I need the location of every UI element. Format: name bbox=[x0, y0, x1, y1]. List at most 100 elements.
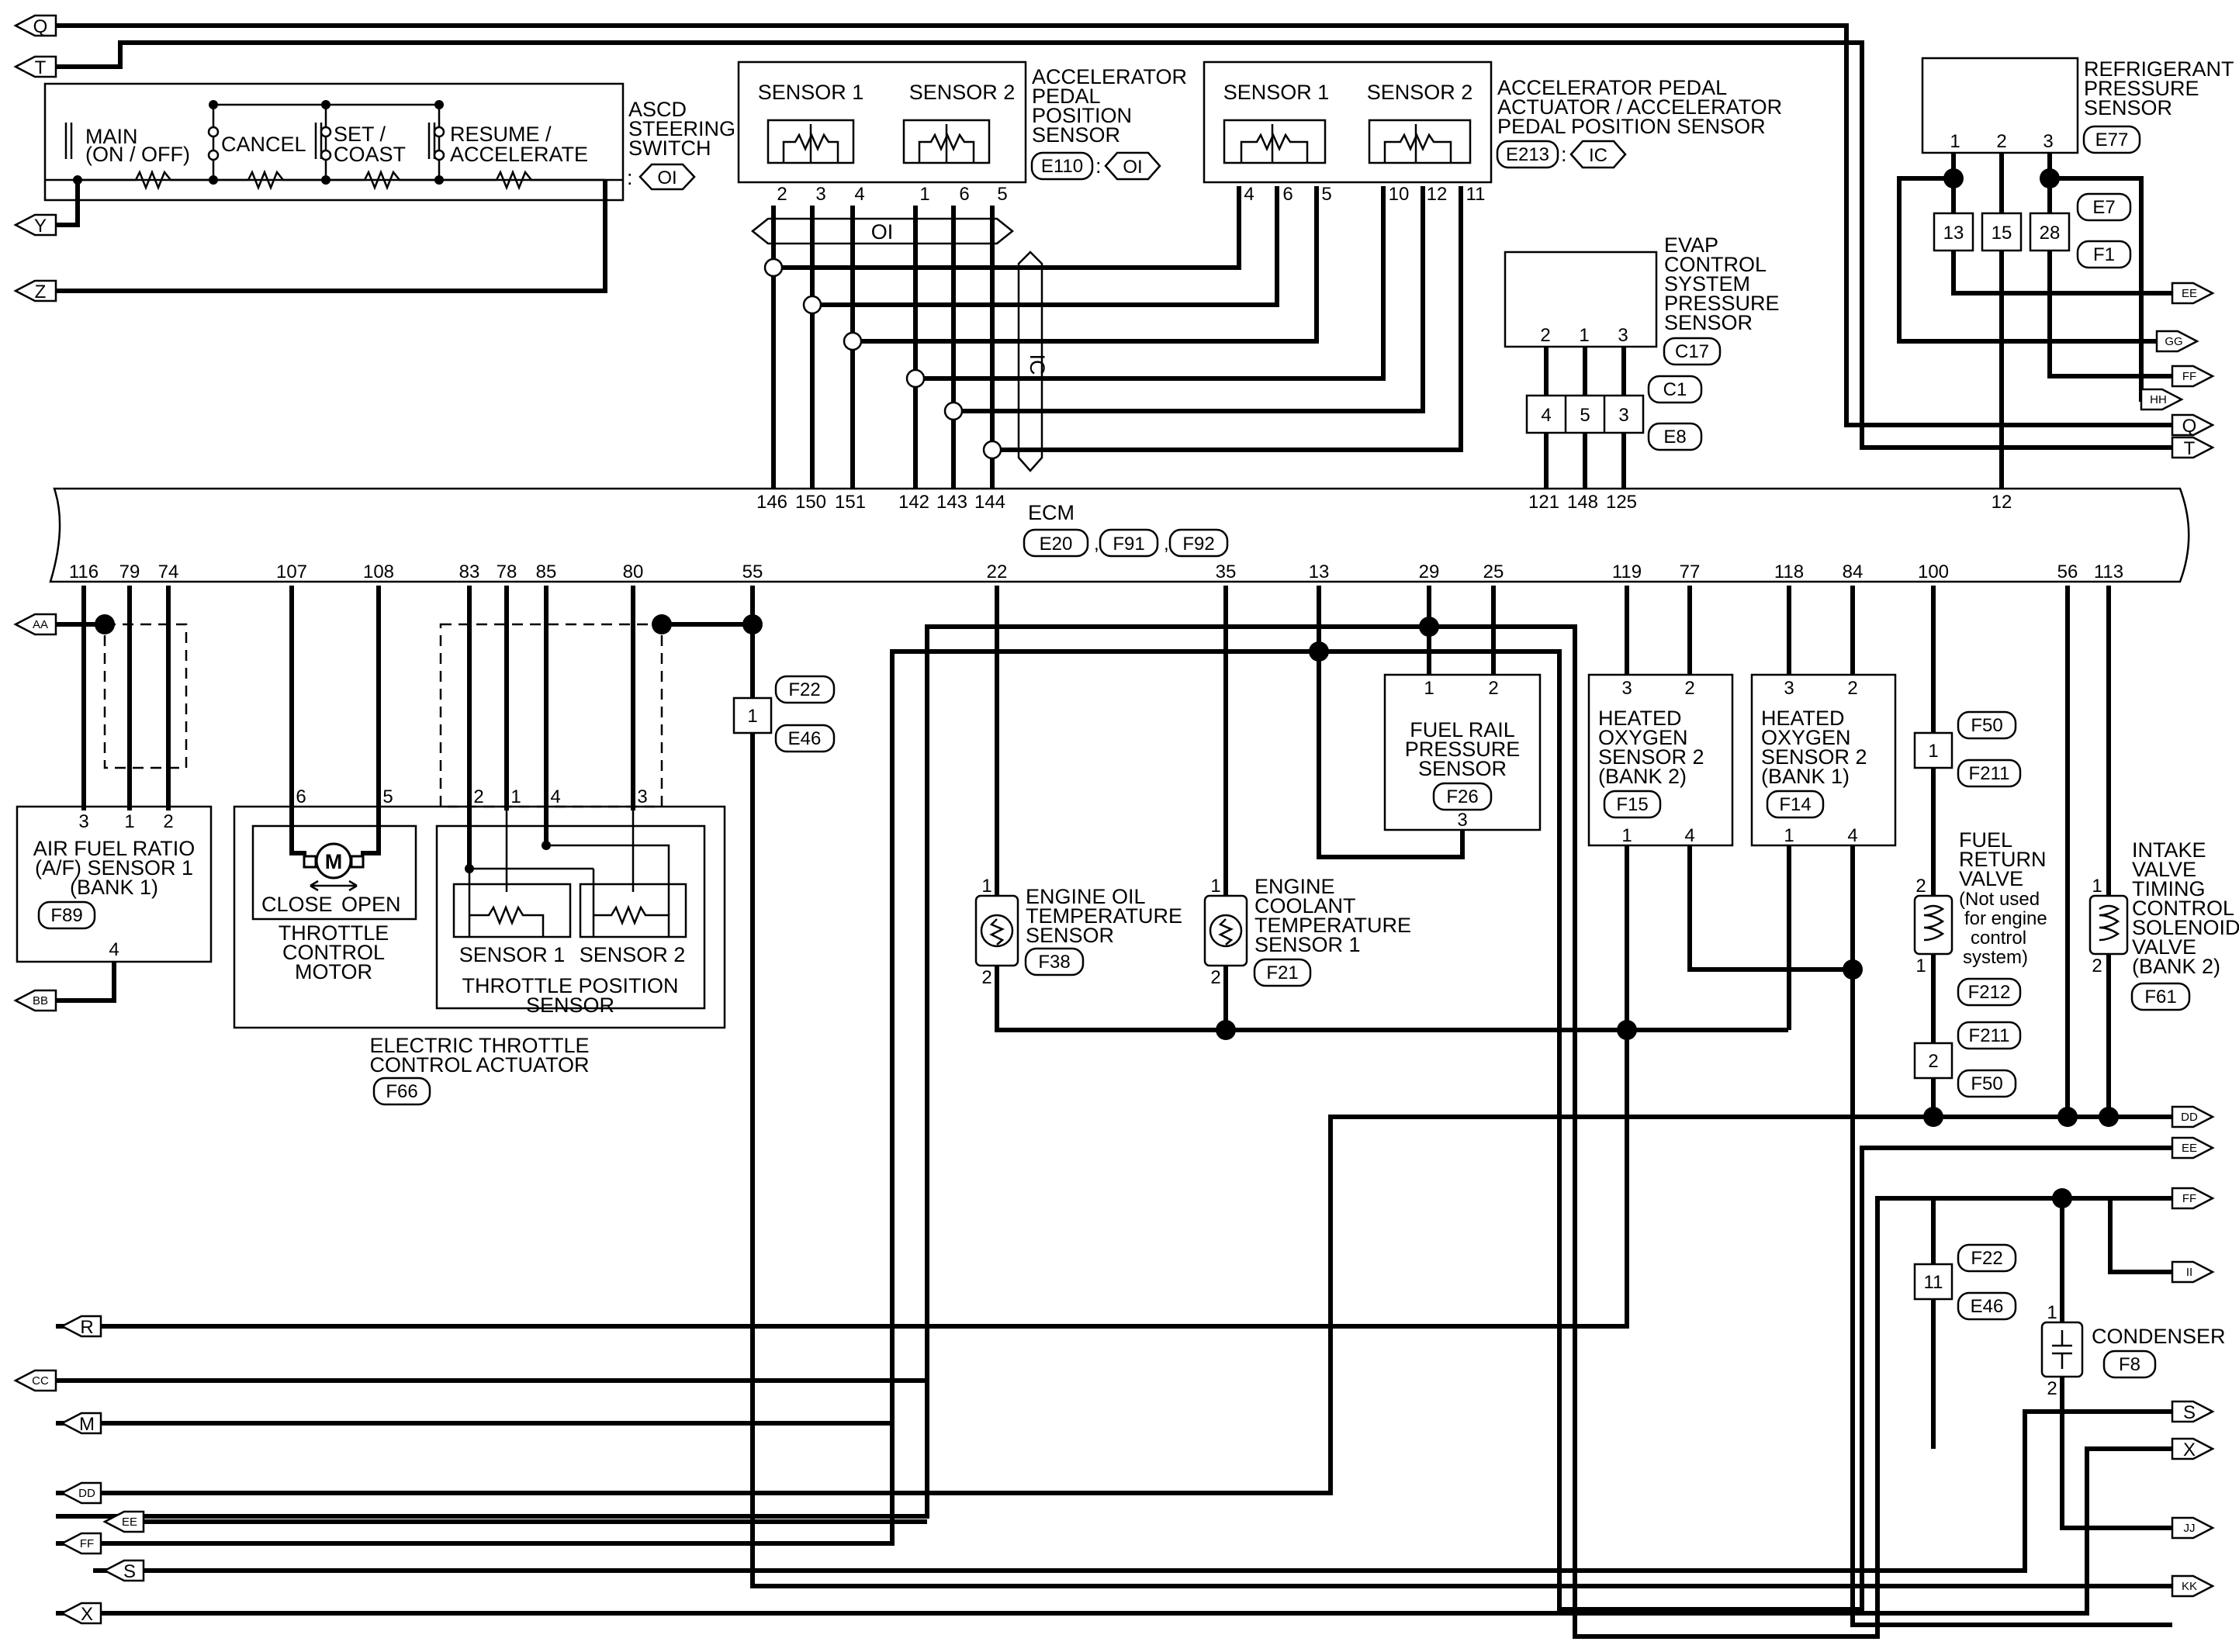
ecm-connector-f91: F91 bbox=[1113, 534, 1144, 555]
ho2b2-pin-4: 4 bbox=[1684, 825, 1694, 846]
arrow-ee-right-top: EE bbox=[2171, 282, 2215, 305]
apps-sensor1-label: SENSOR 1 bbox=[758, 81, 864, 104]
ascd-main-label: MAIN bbox=[85, 125, 138, 148]
svg-text:Q: Q bbox=[2182, 416, 2197, 437]
apa-title-3: PEDAL POSITION SENSOR bbox=[1497, 115, 1766, 138]
frv-pin-2: 2 bbox=[1915, 876, 1926, 897]
evap-joint-e8: E8 bbox=[1663, 427, 1686, 448]
apa-connector-2: IC bbox=[1589, 145, 1607, 166]
apps-pin-3: 3 bbox=[815, 184, 825, 205]
svg-text:DD: DD bbox=[2181, 1111, 2198, 1124]
engine-oil-temp-sensor: 1 2 ENGINE OIL TEMPERATURE SENSOR F38 bbox=[974, 586, 1788, 1032]
apa-pin-10: 10 bbox=[1389, 184, 1410, 205]
svg-text::: : bbox=[1095, 154, 1102, 178]
arrow-z: Z bbox=[13, 279, 57, 302]
apps-title-4: SENSOR bbox=[1032, 123, 1120, 147]
svg-text:DD: DD bbox=[78, 1487, 95, 1500]
etca-title-2: CONTROL ACTUATOR bbox=[369, 1053, 589, 1077]
svg-text:II: II bbox=[2186, 1266, 2192, 1279]
arrow-x-right: X bbox=[2171, 1437, 2215, 1460]
frp-title-3: SENSOR bbox=[1418, 757, 1507, 780]
motor-close-label: CLOSE bbox=[261, 893, 333, 916]
apps-title-2: PEDAL bbox=[1032, 85, 1101, 108]
arrow-ii: II bbox=[2171, 1260, 2215, 1284]
refrig-joint-pin-13: 13 bbox=[1943, 223, 1964, 244]
af-pin-4: 4 bbox=[109, 939, 119, 960]
ivtc-title-4: CONTROL bbox=[2132, 897, 2234, 920]
apa-pin-6: 6 bbox=[1282, 184, 1293, 205]
svg-text:CC: CC bbox=[32, 1374, 49, 1388]
arrow-ff-right-top: FF bbox=[2171, 365, 2215, 388]
ho2b2-pin-3: 3 bbox=[1621, 678, 1632, 699]
ecm-pin-55: 55 bbox=[742, 562, 763, 582]
ecm-pin-74: 74 bbox=[158, 562, 179, 582]
ivtc-solenoid-valve: 1 2 INTAKE VALVE TIMING CONTROL SOLENOID… bbox=[2057, 586, 2239, 1127]
motor-pin-6: 6 bbox=[296, 786, 306, 807]
frv-title-6: control bbox=[1971, 928, 2026, 949]
ecm-connector-e20: E20 bbox=[1040, 534, 1073, 555]
frv-joint2-f50: F50 bbox=[1971, 1073, 2002, 1094]
svg-text:EE: EE bbox=[2182, 1142, 2197, 1155]
af-pin-1: 1 bbox=[124, 811, 134, 832]
accelerator-pedal-position-sensor: SENSOR 1 SENSOR 2 2 3 4 1 6 5 ACCELERATO… bbox=[737, 60, 1187, 205]
ho2b1-title-4: (BANK 1) bbox=[1761, 765, 1850, 788]
frv-connector: F212 bbox=[1968, 982, 2011, 1003]
joint11-e46: E46 bbox=[1971, 1296, 2004, 1317]
svg-text:HH: HH bbox=[2150, 393, 2167, 406]
apa-title-1: ACCELERATOR PEDAL bbox=[1497, 76, 1727, 99]
condenser-pin-1: 1 bbox=[2047, 1302, 2057, 1323]
joint11-f22: F22 bbox=[1971, 1248, 2002, 1269]
ascd-set-label: SET / bbox=[334, 123, 386, 146]
frv-title-5: for engine bbox=[1964, 908, 2047, 929]
frp-title-1: FUEL RAIL bbox=[1410, 718, 1515, 741]
tps-pin-2: 2 bbox=[473, 786, 483, 807]
arrow-kk: KK bbox=[2171, 1574, 2215, 1598]
evap-joint-pin-5: 5 bbox=[1580, 405, 1590, 426]
ecm-pin-108: 108 bbox=[363, 562, 394, 582]
ecm-pin-119: 119 bbox=[1612, 562, 1642, 582]
frv-title-7: system) bbox=[1963, 947, 2028, 968]
frv-title-4: (Not used bbox=[1959, 889, 2040, 910]
arrow-ee-left: EE bbox=[102, 1510, 145, 1533]
fuel-return-valve: 1 F50 F211 2 1 FUEL RETURN VALVE (Not us… bbox=[1913, 586, 2047, 1127]
ascd-resume-label-2: ACCELERATE bbox=[450, 143, 588, 166]
ho2b2-pin-1: 1 bbox=[1621, 825, 1632, 846]
refrig-joint-e7: E7 bbox=[2092, 197, 2115, 218]
evap-connector: C17 bbox=[1675, 341, 1709, 362]
apps-pin-4: 4 bbox=[854, 184, 864, 205]
ho2b1-title-1: HEATED bbox=[1761, 707, 1845, 730]
arrow-cc: CC bbox=[13, 1369, 57, 1392]
frv-joint2-f211: F211 bbox=[1969, 1025, 2010, 1046]
motor-open-label: OPEN bbox=[341, 893, 401, 916]
apps-sensor2-label: SENSOR 2 bbox=[909, 81, 1016, 104]
svg-text:JJ: JJ bbox=[2184, 1522, 2196, 1535]
ascd-steering-switch: MAIN (ON / OFF) CANCEL SET / COAST RESUM… bbox=[43, 82, 735, 293]
apps-title-1: ACCELERATOR bbox=[1032, 65, 1187, 88]
svg-text:,: , bbox=[1164, 534, 1169, 555]
svg-text:M: M bbox=[79, 1414, 95, 1435]
ascd-title-2: STEERING bbox=[628, 117, 735, 140]
joint55-e46: E46 bbox=[788, 728, 822, 749]
ivtc-connector: F61 bbox=[2144, 987, 2176, 1007]
motor-title-1: THROTTLE bbox=[279, 921, 389, 945]
ecm-title: ECM bbox=[1028, 501, 1075, 524]
frp-pin-2: 2 bbox=[1488, 678, 1498, 699]
ecm-pin-150: 150 bbox=[795, 492, 826, 513]
arrow-ff-left: FF bbox=[60, 1532, 102, 1555]
svg-text:X: X bbox=[2183, 1439, 2196, 1460]
refrig-title-1: REFRIGERANT bbox=[2084, 57, 2234, 81]
ho2b1-connector: F14 bbox=[1779, 794, 1811, 815]
svg-text:T: T bbox=[2184, 438, 2196, 459]
ecm-pin-22: 22 bbox=[987, 562, 1008, 582]
apps-connector-2: OI bbox=[1123, 157, 1142, 178]
ecm-pin-107: 107 bbox=[276, 562, 307, 582]
svg-text:EE: EE bbox=[2182, 287, 2197, 300]
apa-sensor2-label: SENSOR 2 bbox=[1367, 81, 1473, 104]
af-connector: F89 bbox=[50, 905, 82, 926]
ecm-pin-116: 116 bbox=[69, 562, 99, 582]
svg-text:BB: BB bbox=[33, 994, 48, 1007]
frv-title-2: RETURN bbox=[1959, 848, 2047, 871]
arrow-r: R bbox=[60, 1315, 102, 1338]
oil-connector: F38 bbox=[1038, 952, 1070, 973]
